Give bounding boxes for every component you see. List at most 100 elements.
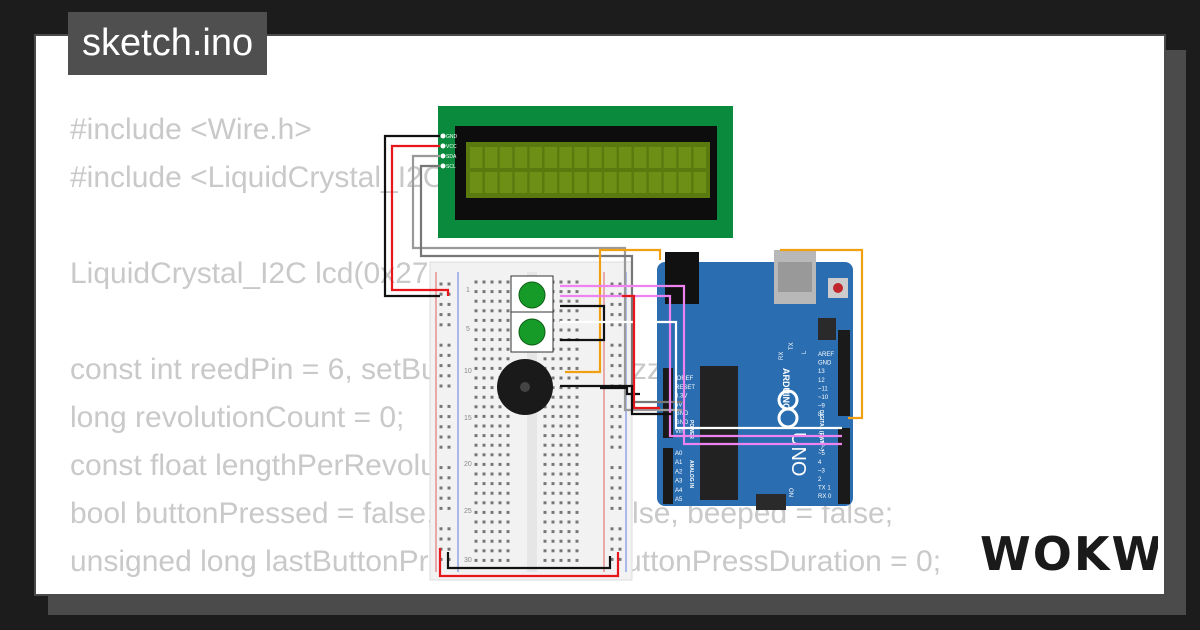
bb-hole — [490, 539, 494, 543]
lcd-cell — [589, 147, 602, 168]
bb-hole — [474, 424, 478, 428]
bb-hole — [551, 482, 555, 486]
bb-rail-hole — [447, 404, 451, 408]
bb-hole — [551, 376, 555, 380]
bb-rail-hole — [618, 323, 622, 327]
bb-rail-hole — [610, 496, 614, 500]
bb-hole — [575, 501, 579, 505]
bb-hole — [551, 366, 555, 370]
bb-hole — [474, 491, 478, 495]
bb-hole — [506, 309, 510, 313]
bb-hole — [490, 424, 494, 428]
lcd-cell — [619, 172, 632, 193]
bb-hole — [490, 510, 494, 514]
bb-hole — [490, 290, 494, 294]
circuit-diagram: 1 5 10 15 20 25 30 GND VCC SDA SCL — [383, 106, 864, 581]
bb-hole — [506, 501, 510, 505]
bb-rail-hole — [447, 302, 451, 306]
bb-rail-hole — [439, 486, 443, 490]
bb-rail-hole — [439, 445, 443, 449]
bb-rail-hole — [439, 374, 443, 378]
bb-hole — [498, 347, 502, 351]
bb-rail-hole — [618, 476, 622, 480]
bb-hole — [498, 501, 502, 505]
bb-hole — [482, 530, 486, 534]
bb-hole — [575, 434, 579, 438]
bb-hole — [506, 549, 510, 553]
bb-rail-hole — [447, 415, 451, 419]
arduino-tx-label: TX — [789, 342, 795, 350]
bb-hole — [490, 280, 494, 284]
bb-hole — [506, 530, 510, 534]
bb-hole — [567, 347, 571, 351]
lcd-cell — [663, 172, 677, 193]
bb-hole — [482, 453, 486, 457]
bb-hole — [490, 453, 494, 457]
bb-rail-hole — [447, 476, 451, 480]
bb-hole — [543, 405, 547, 409]
bb-hole — [498, 482, 502, 486]
bb-hole — [559, 328, 563, 332]
bb-hole — [490, 472, 494, 476]
bb-rail-hole — [618, 364, 622, 368]
bb-hole — [482, 347, 486, 351]
bb-hole — [474, 549, 478, 553]
bb-rail-hole — [610, 425, 614, 429]
bb-hole — [551, 357, 555, 361]
bb-rail-hole — [610, 302, 614, 306]
bb-rail-hole — [618, 435, 622, 439]
arduino-uno-board: ARDUINO UNO ON TX RX L IOREFRESET3.3V5VG… — [657, 250, 853, 510]
bb-hole — [559, 539, 563, 543]
bb-hole — [559, 405, 563, 409]
buzzer — [497, 359, 553, 415]
bb-rail-hole — [610, 445, 614, 449]
bb-hole — [498, 510, 502, 514]
bb-rail-hole — [610, 435, 614, 439]
bb-hole — [559, 510, 563, 514]
bb-rail-hole — [618, 425, 622, 429]
bb-hole — [575, 405, 579, 409]
bb-hole — [506, 510, 510, 514]
bb-row-label: 10 — [464, 368, 472, 375]
bb-hole — [551, 414, 555, 418]
bb-rail-hole — [618, 374, 622, 378]
bb-rail-hole — [447, 506, 451, 510]
bb-hole — [490, 299, 494, 303]
bb-hole — [482, 318, 486, 322]
analog-header: ANALOG IN — [688, 460, 694, 488]
bb-rail-hole — [439, 302, 443, 306]
bb-hole — [559, 453, 563, 457]
lcd-cell — [604, 172, 617, 193]
bb-hole — [482, 357, 486, 361]
bb-rail-hole — [610, 527, 614, 531]
bb-hole — [575, 520, 579, 524]
lcd-cell — [484, 172, 498, 193]
bb-rail-hole — [439, 353, 443, 357]
analog-pin-label: A2 — [675, 469, 683, 475]
bb-hole — [506, 347, 510, 351]
bb-hole — [551, 443, 555, 447]
bb-rail-hole — [610, 466, 614, 470]
bb-hole — [474, 405, 478, 409]
bb-hole — [482, 482, 486, 486]
bb-hole — [506, 472, 510, 476]
bb-hole — [498, 549, 502, 553]
bb-hole — [575, 386, 579, 390]
push-button-1[interactable] — [510, 275, 554, 315]
analog-pin-label: A4 — [675, 488, 683, 494]
lcd-cell — [678, 172, 692, 193]
lcd-cell — [648, 147, 662, 168]
bb-hole — [575, 453, 579, 457]
push-button-2[interactable] — [510, 311, 554, 353]
bb-rail-hole — [439, 282, 443, 286]
bb-rail-hole — [439, 384, 443, 388]
lcd-cell — [574, 147, 587, 168]
lcd-character-cells — [470, 147, 706, 193]
bb-hole — [559, 530, 563, 534]
bb-hole — [567, 434, 571, 438]
bb-hole — [575, 530, 579, 534]
bb-hole — [474, 318, 478, 322]
bb-hole — [575, 280, 579, 284]
bb-hole — [559, 414, 563, 418]
